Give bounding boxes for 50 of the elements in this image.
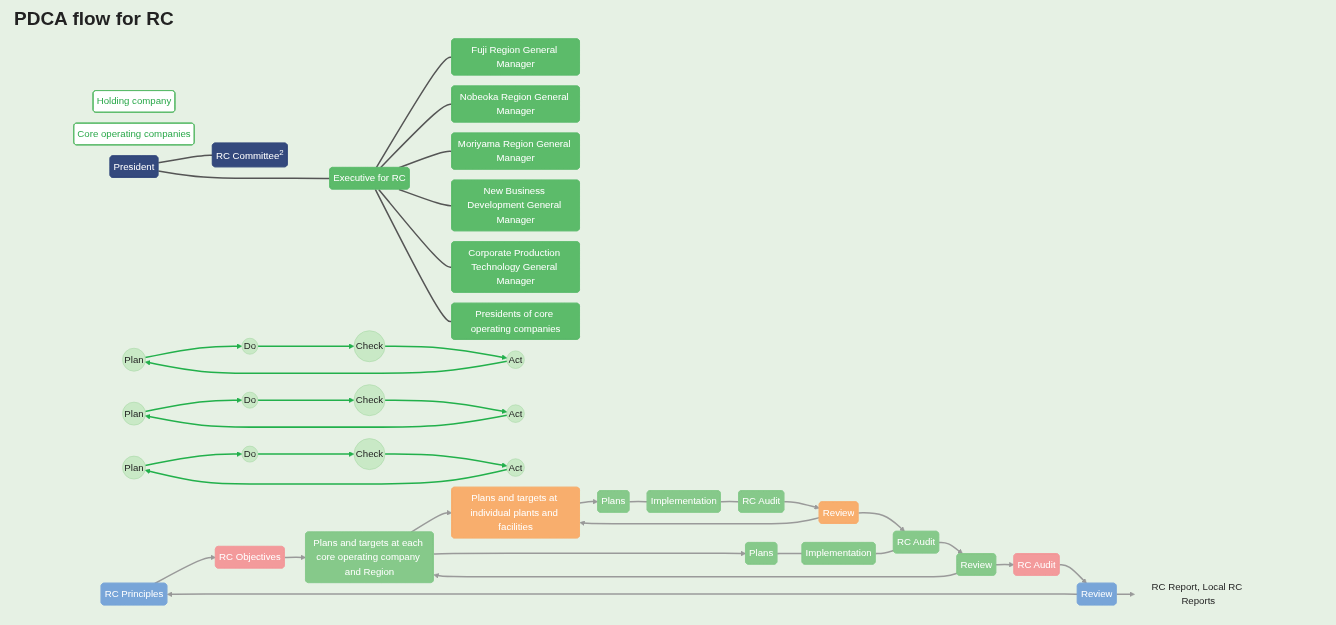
arrow [433,550,747,557]
node-circle: Check [353,330,386,363]
arrow [433,572,958,579]
node-circle: Plan [122,347,146,372]
node-circle: Check [353,438,386,470]
arrow [166,591,1079,597]
arrow [145,414,508,428]
arrow [257,343,355,349]
connector [874,549,895,555]
arrow [579,498,599,505]
connector [157,154,214,164]
arrow [1115,591,1135,597]
node-circle: Plan [122,455,146,480]
connector [374,188,453,323]
connector [375,56,453,169]
arrow [857,512,905,532]
node-circle: Act [506,458,525,477]
connector [628,500,649,503]
arrow [384,453,508,468]
connector [379,103,453,169]
arrow [579,516,821,526]
arrow [144,451,243,467]
arrow [384,345,508,360]
node-circle: Act [506,404,525,423]
connector [377,188,453,269]
node-circle: Do [241,445,259,463]
connector [719,500,740,503]
arrow [283,554,307,561]
connector [157,170,331,180]
arrow [144,343,243,359]
diagram-title: PDCA flow for RC [14,8,174,30]
node-circle: Check [353,384,386,416]
arrow [144,397,243,413]
connector [398,188,453,207]
arrow [257,451,355,457]
arrow [257,397,355,403]
node-circle: Act [506,350,525,369]
arrow [154,554,216,585]
arrow [410,510,453,533]
arrow [1058,563,1087,584]
node-circle: Do [241,337,259,355]
arrow [384,399,508,414]
connector [398,150,453,169]
arrow [938,541,963,555]
arrow [144,468,508,485]
node-circle: Plan [122,401,146,426]
node-circle: Do [241,391,259,409]
arrow [783,500,820,510]
arrow [145,360,508,374]
node-text: RC Report, Local RC Reports [1151,581,1243,607]
